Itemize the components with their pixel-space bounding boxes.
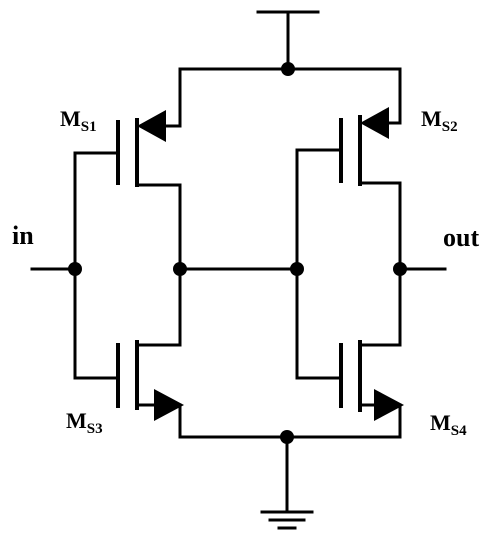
junction-left-drain — [173, 262, 187, 276]
junction-ground — [280, 430, 294, 444]
ground-rail — [178, 403, 402, 514]
ms1-source-arrow — [137, 110, 166, 142]
label-input: in — [12, 221, 34, 250]
ms2-source-arrow — [360, 107, 389, 139]
junction-vdd — [281, 62, 295, 76]
junction-right-gate — [290, 262, 304, 276]
ground-symbol — [260, 510, 314, 530]
vdd-rail — [178, 67, 402, 128]
transistor-ms4 — [295, 340, 404, 421]
transistor-ms2 — [295, 107, 402, 186]
transistor-ms3 — [73, 340, 184, 421]
vdd-terminal — [256, 10, 320, 71]
label-ms3: MS3 — [66, 408, 103, 437]
label-ms4: MS4 — [430, 410, 467, 439]
ms3-source-arrow — [154, 389, 184, 421]
label-output: out — [443, 223, 479, 252]
label-ms1: MS1 — [60, 106, 97, 135]
junction-output — [393, 262, 407, 276]
junction-input — [68, 262, 82, 276]
ms4-source-arrow — [374, 389, 404, 421]
transistor-ms1 — [73, 110, 182, 187]
label-ms2: MS2 — [421, 106, 458, 135]
